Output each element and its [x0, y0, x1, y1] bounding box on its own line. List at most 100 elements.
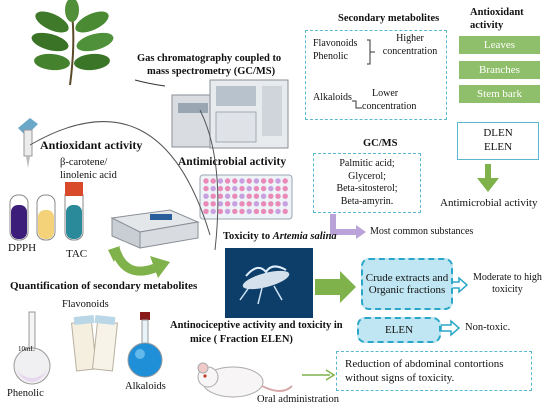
- gcms-title-line2: mass spectrometry (GC/MS): [147, 66, 276, 78]
- alkaloid-flask-image: [127, 312, 163, 378]
- well: [260, 201, 267, 207]
- well: [224, 185, 231, 192]
- compound-palmitic-acid: Palmitic acid;: [339, 158, 395, 169]
- arrow-most-common: [330, 214, 366, 239]
- arrow-non-toxic: [440, 319, 461, 337]
- well: [253, 185, 260, 192]
- metabolites-bracket: [367, 39, 375, 65]
- well: [246, 208, 252, 215]
- artemia-image: [225, 248, 313, 318]
- higher-label: Higher: [396, 33, 424, 44]
- well: [275, 185, 281, 192]
- connector-line: [134, 79, 166, 87]
- curved-arrow-quantification: [110, 246, 162, 276]
- well: [217, 178, 224, 184]
- toxicity-title-species: Artemia salina: [272, 231, 337, 242]
- gcms-title: Gas chromatography coupled to mass spect…: [137, 52, 281, 78]
- well: [210, 208, 216, 215]
- reduction-result-box: Reduction of abdominal contortions witho…: [336, 351, 532, 391]
- leaves-box: Leaves: [459, 36, 540, 54]
- well: [224, 208, 231, 215]
- well: [260, 178, 267, 184]
- gcms-instrument-image: [171, 79, 289, 149]
- well: [275, 193, 281, 199]
- well: [282, 208, 288, 215]
- well: [232, 185, 238, 192]
- pipette-image: [18, 118, 38, 168]
- well: [260, 185, 267, 192]
- antimicrobial-result: Antimicrobial activity: [440, 197, 538, 209]
- elen-label: ELEN: [483, 141, 513, 153]
- well: [217, 193, 224, 199]
- flask-volume-label: 10mL: [18, 345, 35, 353]
- well: [232, 193, 238, 199]
- antinociceptive-title: Antinociceptive activity and toxicity in…: [170, 319, 343, 346]
- volumetric-flask-image: [13, 311, 51, 385]
- left-antioxidant-title: Antioxidant activity: [40, 138, 143, 152]
- well: [282, 178, 288, 184]
- spectrophotometer-image: [110, 209, 200, 249]
- well: [253, 193, 260, 199]
- well: [217, 208, 224, 215]
- well: [217, 185, 224, 192]
- lower-label: Lower: [372, 88, 399, 99]
- dpph-label: DPPH: [8, 242, 37, 254]
- antioxidant-panel-title-line2: activity: [470, 19, 504, 31]
- crude-extracts-box: Crude extracts and Organic fractions: [361, 258, 453, 310]
- well: [246, 201, 252, 207]
- toxicity-title: Toxicity to Artemia salina: [223, 231, 337, 242]
- antioxidant-panel-title-line1: Antioxidant: [470, 7, 524, 18]
- well: [282, 201, 288, 207]
- flavonoids-label: Flavonoids: [62, 299, 109, 310]
- well: [253, 178, 260, 184]
- well: [224, 201, 231, 207]
- gcms-compounds-box: Palmitic acid; Glycerol; Beta-sitosterol…: [313, 153, 421, 213]
- antioxidant-panel-title: Antioxidant activity: [470, 7, 524, 32]
- moderate-high-line1: Moderate to high: [473, 272, 542, 283]
- well: [275, 178, 281, 184]
- higher-concentration: Higher concentration: [380, 33, 440, 58]
- well: [268, 208, 274, 215]
- higher-conc-label: concentration: [382, 45, 438, 57]
- quantification-title: Quantification of secondary metabolites: [10, 280, 198, 292]
- well: [224, 178, 231, 184]
- branches-box: Branches: [459, 61, 540, 79]
- secondary-metabolites-box: [305, 30, 447, 120]
- test-tubes-image: [9, 182, 84, 241]
- stem-bark-box: Stem bark: [459, 85, 540, 103]
- reduction-line2: without signs of toxicity.: [345, 372, 455, 384]
- well: [260, 208, 267, 215]
- well: [253, 201, 260, 207]
- well: [239, 208, 245, 215]
- well: [268, 201, 274, 207]
- well: [246, 185, 252, 192]
- well: [203, 201, 209, 207]
- well: [260, 193, 267, 199]
- well: [232, 208, 238, 215]
- toxicity-title-prefix: Toxicity to: [223, 231, 273, 242]
- phenolic-label: Phenolic: [7, 388, 44, 399]
- well: [203, 193, 209, 199]
- well: [210, 185, 216, 192]
- secondary-metabolites-title: Secondary metabolites: [338, 13, 440, 24]
- metabolite-flavonoids: Flavonoids: [313, 38, 358, 49]
- linolenic-acid-label: linolenic acid: [60, 170, 117, 182]
- connector-curve-mid: [199, 109, 219, 251]
- well: [275, 208, 281, 215]
- moderate-high-toxicity: Moderate to high toxicity: [473, 272, 542, 296]
- elen-toxicity-box: ELEN: [357, 317, 441, 343]
- metabolite-phenolic: Phenolic: [313, 50, 348, 62]
- reduction-line1: Reduction of abdominal contortions: [345, 357, 504, 370]
- oral-administration-label: Oral administration: [257, 394, 339, 405]
- arrow-to-crude-extracts: [315, 271, 356, 303]
- well: [268, 185, 274, 192]
- well: [275, 201, 281, 207]
- left-antioxidant-subtitle: β-carotene/ linolenic acid: [60, 156, 117, 182]
- arrow-moderate-toxicity: [450, 276, 469, 294]
- lower-concentration: Lower concentration: [362, 88, 416, 113]
- well: [203, 185, 209, 192]
- well: [239, 193, 245, 199]
- beta-carotene-label: β-carotene/: [60, 157, 108, 168]
- connector-curve-left: [29, 121, 211, 236]
- well: [268, 193, 274, 199]
